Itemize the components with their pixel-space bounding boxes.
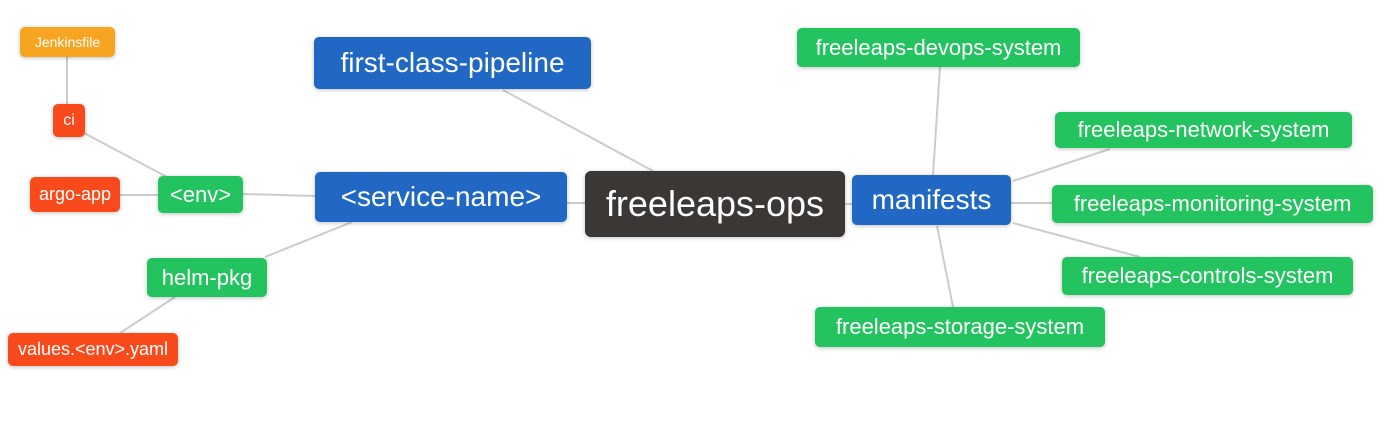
edge-manifests-storage [936, 225, 954, 308]
edge-env-service-name [242, 193, 316, 197]
node-label: freeleaps-monitoring-system [1073, 191, 1352, 216]
node-freeleaps-devops-system[interactable]: freeleaps-devops-system [797, 28, 1080, 67]
edge-manifests-controls [1012, 222, 1141, 258]
node-freeleaps-controls-system[interactable]: freeleaps-controls-system [1062, 257, 1353, 295]
edge-pipeline-freeleaps-ops [502, 89, 654, 172]
node-first-class-pipeline[interactable]: first-class-pipeline [314, 37, 591, 89]
node-label: manifests [871, 184, 992, 215]
edge-ci-env [83, 132, 168, 178]
node-label: ci [63, 111, 75, 129]
node-label: helm-pkg [161, 264, 253, 290]
node-values-env-yaml[interactable]: values.<env>.yaml [8, 333, 178, 366]
node-label: freeleaps-controls-system [1081, 263, 1334, 288]
node-ci[interactable]: ci [53, 104, 85, 137]
edge-values-helm-pkg [119, 296, 176, 334]
node-freeleaps-storage-system[interactable]: freeleaps-storage-system [815, 307, 1105, 347]
node-freeleaps-ops[interactable]: freeleaps-ops [585, 171, 845, 237]
node-label: freeleaps-devops-system [815, 34, 1062, 60]
node-argo-app[interactable]: argo-app [30, 177, 120, 212]
node-label: argo-app [38, 184, 112, 204]
node-label: values.<env>.yaml [17, 339, 169, 359]
edge-manifests-devops [932, 66, 941, 176]
node-manifests[interactable]: manifests [852, 175, 1011, 225]
node-jenkinsfile[interactable]: Jenkinsfile [20, 27, 115, 57]
node-label: <env> [169, 181, 232, 207]
node-service-name[interactable]: <service-name> [315, 172, 567, 222]
node-freeleaps-network-system[interactable]: freeleaps-network-system [1055, 112, 1352, 148]
node-freeleaps-monitoring-system[interactable]: freeleaps-monitoring-system [1052, 185, 1373, 223]
node-label: <service-name> [340, 181, 542, 212]
node-env[interactable]: <env> [158, 176, 243, 213]
edge-helm-pkg-service-name [264, 221, 353, 258]
node-label: freeleaps-ops [605, 183, 825, 224]
node-label: freeleaps-storage-system [835, 314, 1085, 339]
node-label: Jenkinsfile [34, 34, 101, 50]
node-helm-pkg[interactable]: helm-pkg [147, 258, 267, 297]
edge-manifests-network [1012, 148, 1111, 182]
node-label: first-class-pipeline [340, 47, 565, 78]
node-label: freeleaps-network-system [1077, 117, 1330, 142]
